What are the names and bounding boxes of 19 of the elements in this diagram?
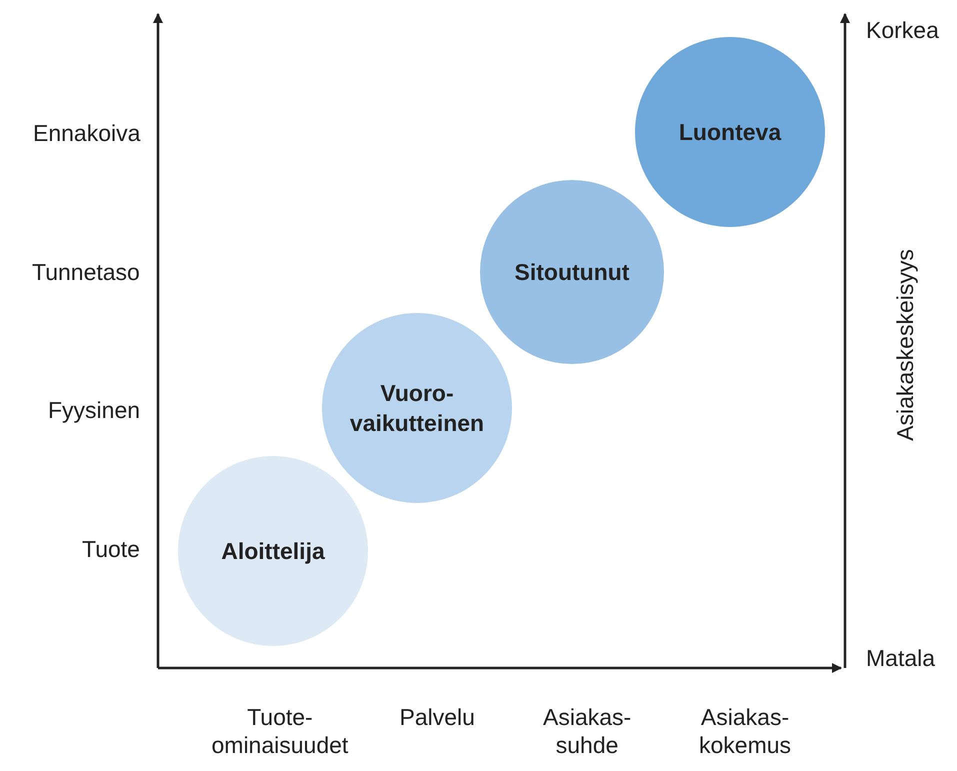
category-label: Palvelu xyxy=(400,703,475,731)
level-label: Tunnetaso xyxy=(32,258,140,286)
level-label: Fyysinen xyxy=(48,396,140,424)
stage-label: Sitoutunut xyxy=(514,258,630,287)
level-label: Tuote xyxy=(82,535,140,563)
category-label: Asiakas- kokemus xyxy=(699,703,792,759)
axis-title: Asiakaskeskeisyys xyxy=(890,249,919,441)
level-label: Ennakoiva xyxy=(33,119,140,147)
stage-circle xyxy=(635,37,825,227)
stage-label: Luonteva xyxy=(678,118,782,147)
stage-circle xyxy=(178,456,368,646)
axis-end-label: Matala xyxy=(866,644,936,672)
axis-end-label: Korkea xyxy=(866,16,939,44)
category-label: Tuote- ominaisuudet xyxy=(212,703,348,759)
stage-label: Vuoro- vaikutteinen xyxy=(350,379,484,438)
stage-label: Aloittelija xyxy=(221,537,325,566)
category-label: Asiakas- suhde xyxy=(543,703,632,759)
stage-circle xyxy=(480,180,664,364)
stage-circle xyxy=(322,313,512,503)
